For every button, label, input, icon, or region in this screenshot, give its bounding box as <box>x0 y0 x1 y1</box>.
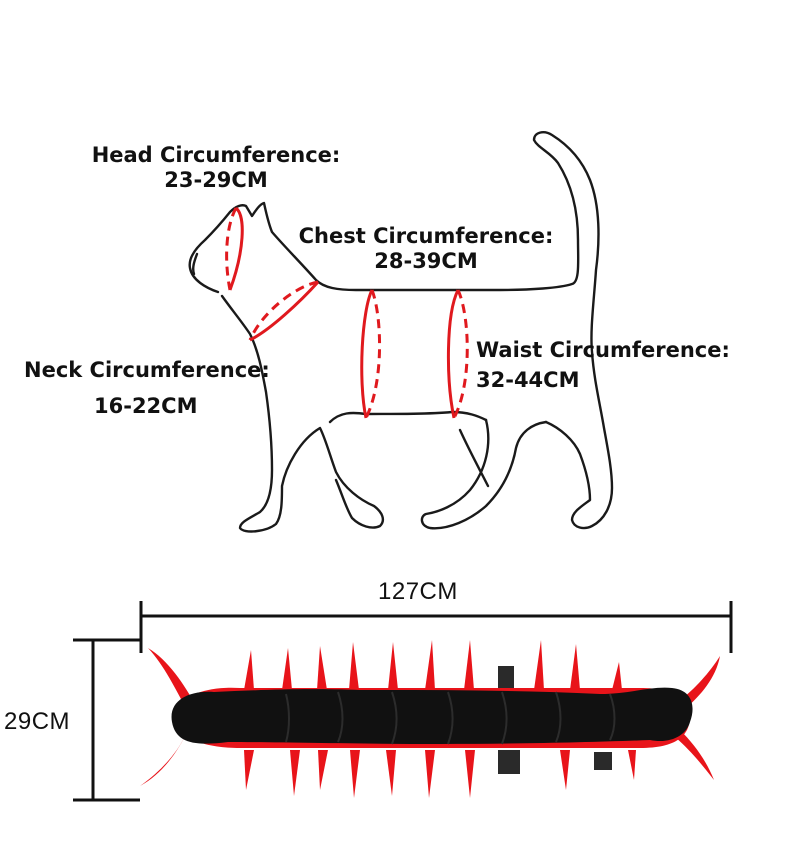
cat-outline-front <box>220 294 385 533</box>
neck-label: Neck Circumference: <box>24 358 270 382</box>
chest-measurement: Chest Circumference: 28-39CM <box>292 224 560 274</box>
toy-body <box>171 687 693 744</box>
cat-diagram <box>188 131 614 533</box>
cat-outline-head <box>188 131 614 530</box>
neck-measurement: Neck Circumference: 16-22CM <box>24 358 270 419</box>
chest-label: Chest Circumference: <box>298 224 554 248</box>
dimension-lines <box>73 601 733 802</box>
waist-label: Waist Circumference: <box>476 338 730 362</box>
toy-legs <box>140 640 720 798</box>
toy-strap-bottom-2 <box>594 752 612 770</box>
head-label: Head Circumference: <box>91 143 341 167</box>
neck-ring <box>248 280 320 342</box>
head-ring <box>225 206 244 291</box>
toy-red-trim <box>176 687 690 748</box>
height-dimension: 29CM <box>4 708 71 735</box>
chest-ring <box>360 289 381 419</box>
waist-measurement: Waist Circumference: 32-44CM <box>476 338 730 393</box>
toy-strap-top <box>498 666 514 692</box>
waist-ring <box>446 289 469 419</box>
toy-strap-bottom <box>498 750 520 774</box>
cat-outline-belly <box>328 410 488 424</box>
length-dimension: 127CM <box>378 578 458 605</box>
chest-value: 28-39CM <box>374 249 478 274</box>
neck-value: 16-22CM <box>94 394 198 419</box>
head-measurement: Head Circumference: 23-29CM <box>82 143 350 193</box>
waist-value: 32-44CM <box>476 368 580 393</box>
head-value: 23-29CM <box>164 168 268 193</box>
cat-outline-hind <box>420 418 548 530</box>
